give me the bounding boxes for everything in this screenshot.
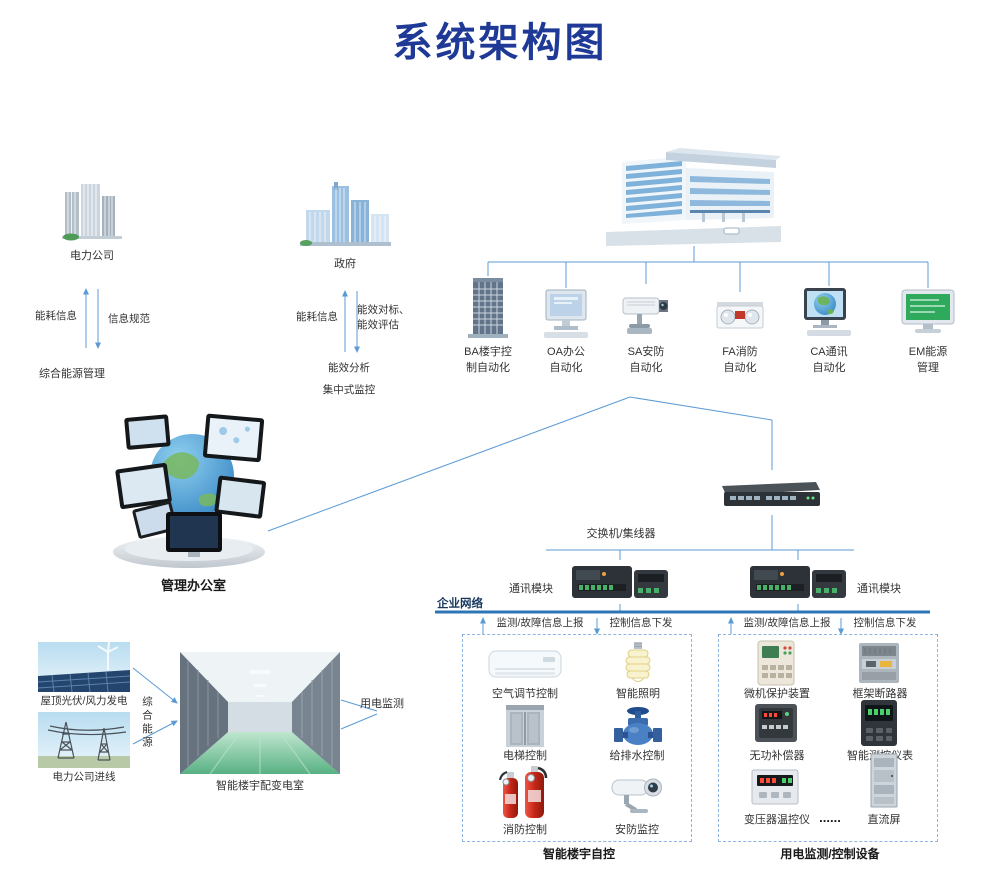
fa-emergency-light-icon (711, 292, 769, 336)
sa-camera-icon (617, 284, 675, 338)
subsystem-oa-line1: OA办公 (547, 346, 585, 358)
elevator-icon (504, 703, 546, 749)
subsystem-em-line1: EM能源 (908, 346, 948, 358)
substation-image (180, 652, 340, 774)
subsystem-ca-line1: CA通讯 (810, 346, 848, 358)
elevator-control-label: 电梯控制 (503, 750, 547, 762)
ellipsis-label: ...... (819, 810, 841, 825)
breaker-label: 框架断路器 (852, 688, 908, 700)
subsystem-label-sa: SA安防 自动化 (610, 345, 682, 377)
gov-energy-info-label: 能耗信息 (296, 311, 338, 323)
enterprise-network-label: 企业网络 (437, 598, 483, 610)
subsystem-label-fa: FA消防 自动化 (704, 345, 776, 377)
central-monitoring-label: 集中式监控 (322, 384, 376, 396)
building-box-caption: 智能楼宇自控 (542, 847, 615, 861)
info-spec-label: 信息规范 (108, 313, 150, 325)
ba-building-icon (466, 276, 510, 340)
subsystem-oa-line2: 自动化 (549, 361, 583, 374)
benchmark-line2: 能效评估 (357, 319, 399, 332)
subsystem-em-line2: 管理 (917, 361, 939, 374)
efficiency-analysis-label: 能效分析 (328, 362, 370, 374)
cctv-camera-icon (608, 766, 666, 816)
switch-label: 交换机/集线器 (586, 528, 656, 540)
subsystem-fa-line2: 自动化 (723, 361, 757, 374)
integrated-energy-mgmt-label: 综合能源管理 (39, 368, 105, 380)
solar-wind-image (38, 642, 130, 692)
power-monitoring-label: 用电监测 (360, 698, 404, 710)
protection-relay-icon (756, 639, 796, 687)
power-devices-box (718, 634, 938, 842)
dc-panel-icon (868, 752, 900, 810)
subsystem-label-ba: BA楼宇控 制自动化 (452, 345, 524, 377)
circuit-breaker-icon (856, 639, 902, 687)
subsystem-ba-line1: BA楼宇控 (464, 346, 512, 358)
subsystem-fa-line1: FA消防 (722, 346, 758, 358)
air-conditioner-icon (487, 645, 563, 685)
protection-device-label: 微机保护装置 (744, 688, 810, 700)
subsystem-label-em: EM能源 管理 (892, 345, 964, 377)
energy-info-label: 能耗信息 (35, 310, 77, 322)
comm-module-left-label: 通讯模块 (509, 583, 553, 595)
em-monitor-icon (899, 288, 957, 336)
network-switch-icon (716, 470, 824, 515)
water-valve-icon (612, 702, 664, 748)
control-right-label: 控制信息下发 (853, 617, 917, 629)
page-title: 系统架构图 (392, 21, 608, 65)
integrated-energy-vertical-label: 综合能源 (141, 696, 153, 750)
subsystem-ca-line2: 自动化 (812, 361, 846, 374)
office-building-icon (62, 180, 122, 242)
ca-computer-icon (801, 286, 857, 338)
comm-module-right-label: 通讯模块 (857, 583, 901, 595)
solar-wind-label: 屋顶光伏/风力发电 (40, 695, 128, 707)
incoming-line-label: 电力公司进线 (52, 771, 116, 783)
subsystem-sa-line2: 自动化 (629, 361, 663, 374)
temp-controller-label: 变压器温控仪 (744, 814, 810, 826)
cfl-bulb-icon (621, 641, 655, 687)
compensator-label: 无功补偿器 (749, 750, 805, 762)
fire-control-label: 消防控制 (503, 824, 547, 836)
subsystem-ba-line2: 制自动化 (466, 361, 510, 374)
power-line-image (38, 712, 130, 768)
management-office-label: 管理办公室 (160, 578, 226, 593)
dc-panel-label: 直流屏 (867, 814, 901, 826)
report-right-label: 监测/故障信息上报 (743, 617, 831, 629)
modern-building-icon (606, 146, 781, 246)
control-left-label: 控制信息下发 (609, 617, 673, 629)
oa-computer-icon (540, 288, 592, 340)
ac-control-label: 空气调节控制 (492, 688, 558, 700)
subsystem-sa-line1: SA安防 (627, 346, 665, 358)
water-control-label: 给排水控制 (609, 750, 665, 762)
government-label: 政府 (334, 258, 356, 270)
fire-extinguisher-icon (494, 760, 554, 822)
substation-label: 智能楼宇配变电室 (216, 780, 304, 792)
lighting-label: 智能照明 (616, 688, 660, 700)
power-company-label: 电力公司 (70, 250, 114, 262)
subsystem-label-ca: CA通讯 自动化 (793, 345, 865, 377)
temp-controller-icon (750, 766, 800, 808)
reactive-compensator-icon (753, 701, 799, 745)
report-left-label: 监测/故障信息上报 (496, 617, 584, 629)
power-box-caption: 用电监测/控制设备 (780, 847, 880, 861)
subsystem-label-oa: OA办公 自动化 (530, 345, 602, 377)
benchmark-label: 能效对标、 能效评估 (357, 303, 419, 333)
benchmark-line1: 能效对标、 (357, 304, 410, 316)
comm-module-icon (570, 560, 670, 604)
monitors-globe-icon (104, 404, 269, 574)
government-building-icon (298, 182, 393, 248)
security-monitoring-label: 安防监控 (615, 824, 659, 836)
comm-module-icon (748, 560, 848, 604)
smart-meter-icon (858, 698, 900, 748)
